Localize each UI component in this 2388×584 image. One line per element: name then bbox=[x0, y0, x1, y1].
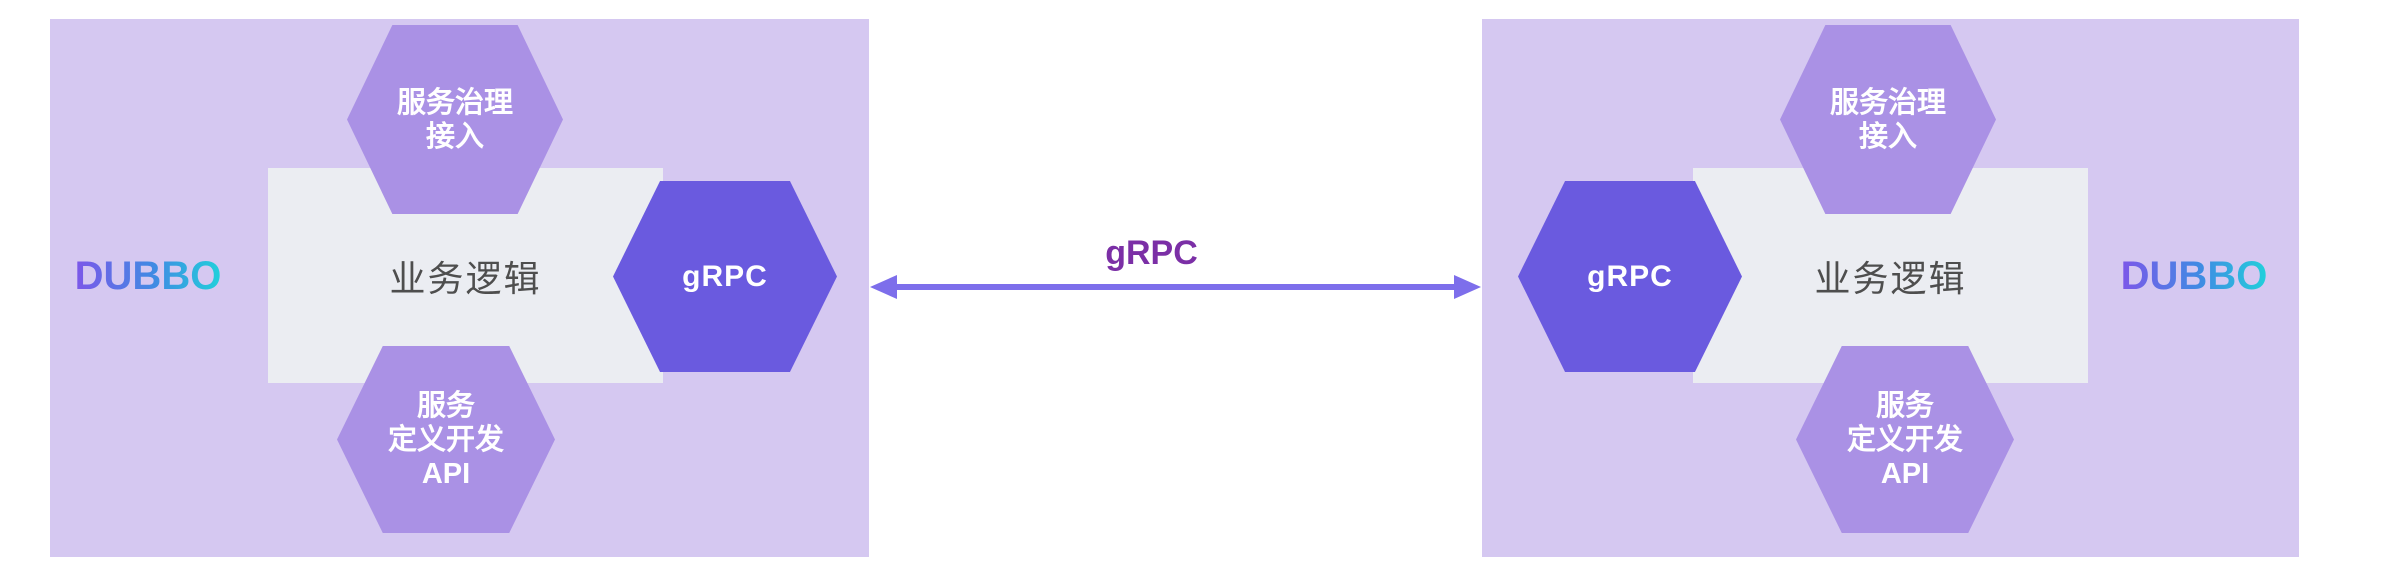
business-logic-label: 业务逻辑 bbox=[1814, 257, 1967, 299]
grpc-hexagon-right: gRPC bbox=[1518, 181, 1742, 372]
hexagon-text-line: 服务治理 bbox=[396, 86, 513, 119]
service-governance-hexagon-left: 服务治理 接入 bbox=[347, 25, 563, 214]
hexagon-text-line: 接入 bbox=[1858, 120, 1917, 153]
dubbo-logo-left: DUBBO bbox=[74, 253, 222, 298]
service-governance-hexagon-right: 服务治理 接入 bbox=[1780, 25, 1996, 214]
service-api-hexagon-right: 服务 定义开发 API bbox=[1796, 346, 2014, 533]
grpc-hexagon-left: gRPC bbox=[613, 181, 837, 372]
hexagon-text-line: API bbox=[1880, 457, 1930, 490]
grpc-hexagon-label: gRPC bbox=[682, 259, 768, 293]
hexagon-text-line: 服务 bbox=[416, 389, 475, 422]
dubbo-logo-right: DUBBO bbox=[2120, 253, 2268, 298]
service-api-hexagon-left: 服务 定义开发 API bbox=[337, 346, 555, 533]
hexagon-text-line: 服务治理 bbox=[1829, 86, 1946, 119]
hexagon-text-line: 服务 bbox=[1875, 389, 1934, 422]
right-service-node: gRPC 业务逻辑 服务治理 接入 服务 定义开发 API DUBBO bbox=[1482, 19, 2299, 557]
left-arrowhead-icon bbox=[870, 275, 897, 299]
service-governance-text: 服务治理 接入 bbox=[397, 86, 513, 154]
dubbo-wordmark: DUBBO bbox=[74, 253, 222, 298]
business-logic-label: 业务逻辑 bbox=[389, 257, 542, 299]
hexagon-text-line: 定义开发 bbox=[1846, 423, 1963, 456]
grpc-link: gRPC bbox=[869, 235, 1482, 315]
left-service-node: DUBBO 业务逻辑 服务治理 接入 服务 定义开发 API gRPC bbox=[50, 19, 869, 557]
hexagon-text-line: 定义开发 bbox=[387, 423, 504, 456]
service-governance-text: 服务治理 接入 bbox=[1830, 86, 1946, 154]
double-arrow-icon bbox=[870, 275, 1481, 299]
service-api-text: 服务 定义开发 API bbox=[388, 389, 504, 491]
hexagon-text-line: API bbox=[421, 457, 471, 490]
hexagon-text-line: 接入 bbox=[425, 120, 484, 153]
grpc-hexagon-label: gRPC bbox=[1587, 259, 1673, 293]
service-api-text: 服务 定义开发 API bbox=[1847, 389, 1963, 491]
grpc-link-label: gRPC bbox=[1105, 234, 1198, 272]
dubbo-wordmark: DUBBO bbox=[2120, 253, 2268, 298]
right-arrowhead-icon bbox=[1454, 275, 1481, 299]
